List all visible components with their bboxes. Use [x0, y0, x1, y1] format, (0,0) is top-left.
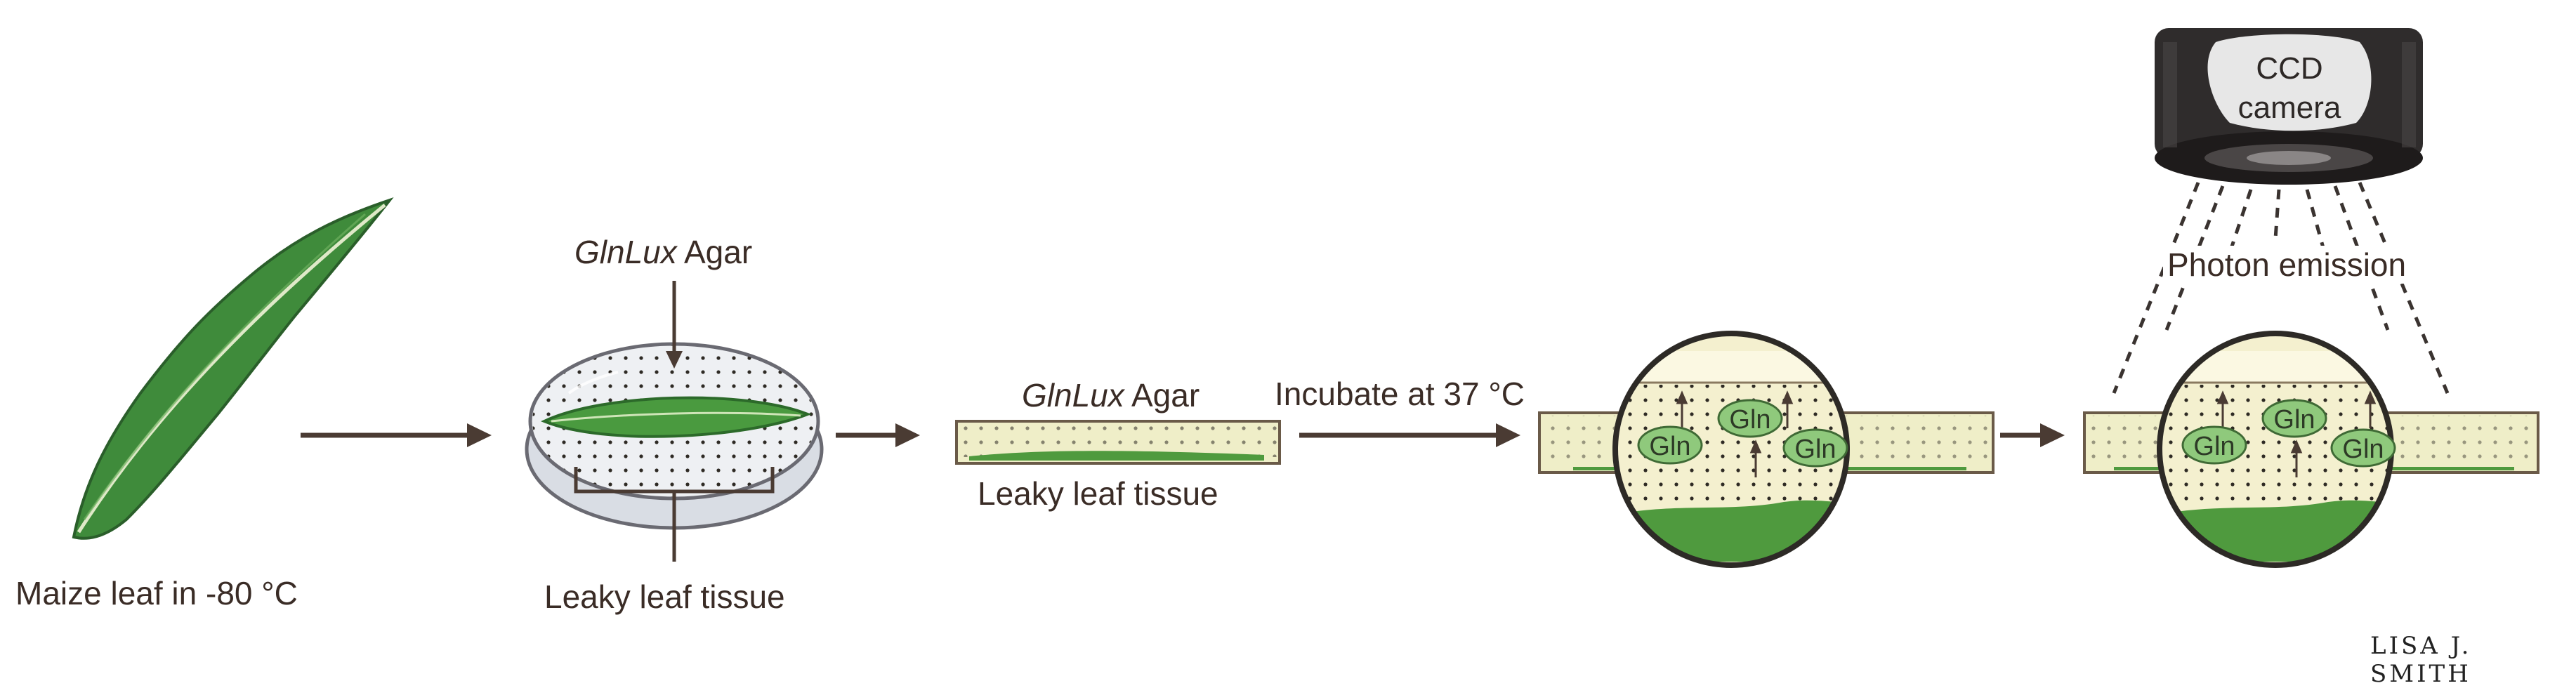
svg-text:Gln: Gln [2193, 432, 2235, 461]
agar-italic: GlnLux [574, 234, 677, 270]
magnifier-icon: Gln Gln Gln [1538, 331, 1995, 568]
svg-text:Gln: Gln [1794, 435, 1836, 464]
arrow-icon [836, 423, 920, 447]
gln-molecule: Gln [2261, 399, 2327, 438]
camera-line-2: camera [2237, 91, 2341, 125]
incubate-label: Incubate at 37 °C [1275, 376, 1525, 412]
gln-molecule: Gln [1637, 425, 1703, 465]
leaf-icon [72, 197, 394, 540]
ccd-camera-label: CCD camera [2219, 49, 2360, 128]
agar-rest: Agar [676, 234, 753, 270]
agar-label-top: GlnLux Agar [574, 233, 752, 271]
artist-signature: LISA J. SMITH [2370, 632, 2472, 688]
photon-emission-label: Photon emission [2163, 246, 2411, 284]
arrow-icon [1299, 423, 1520, 447]
gln-molecule: Gln [2181, 425, 2247, 465]
leaky-tissue-dish-label: Leaky leaf tissue [544, 578, 785, 615]
gln-molecule: Gln [2330, 428, 2396, 468]
arrow-icon [301, 423, 492, 447]
magnifier-icon: Gln Gln Gln [2083, 331, 2539, 568]
maize-leaf-label: Maize leaf in -80 °C [15, 575, 298, 611]
agar-italic: GlnLux [1022, 377, 1124, 414]
petri-dish-icon [525, 281, 824, 562]
svg-text:Gln: Gln [2273, 405, 2315, 435]
arrow-icon [2000, 423, 2065, 447]
leaky-tissue-strip-label: Leaky leaf tissue [978, 475, 1218, 512]
svg-text:Gln: Gln [1649, 432, 1690, 461]
agar-strip [955, 420, 1281, 465]
svg-text:Gln: Gln [1729, 405, 1770, 435]
gln-molecule: Gln [1782, 428, 1848, 468]
agar-label-mid: GlnLux Agar [1022, 376, 1200, 414]
svg-text:Gln: Gln [2342, 435, 2384, 464]
ccd-camera-icon [2155, 28, 2423, 185]
gln-molecule: Gln [1717, 399, 1783, 438]
camera-line-1: CCD [2256, 51, 2323, 86]
agar-rest: Agar [1124, 377, 1200, 414]
